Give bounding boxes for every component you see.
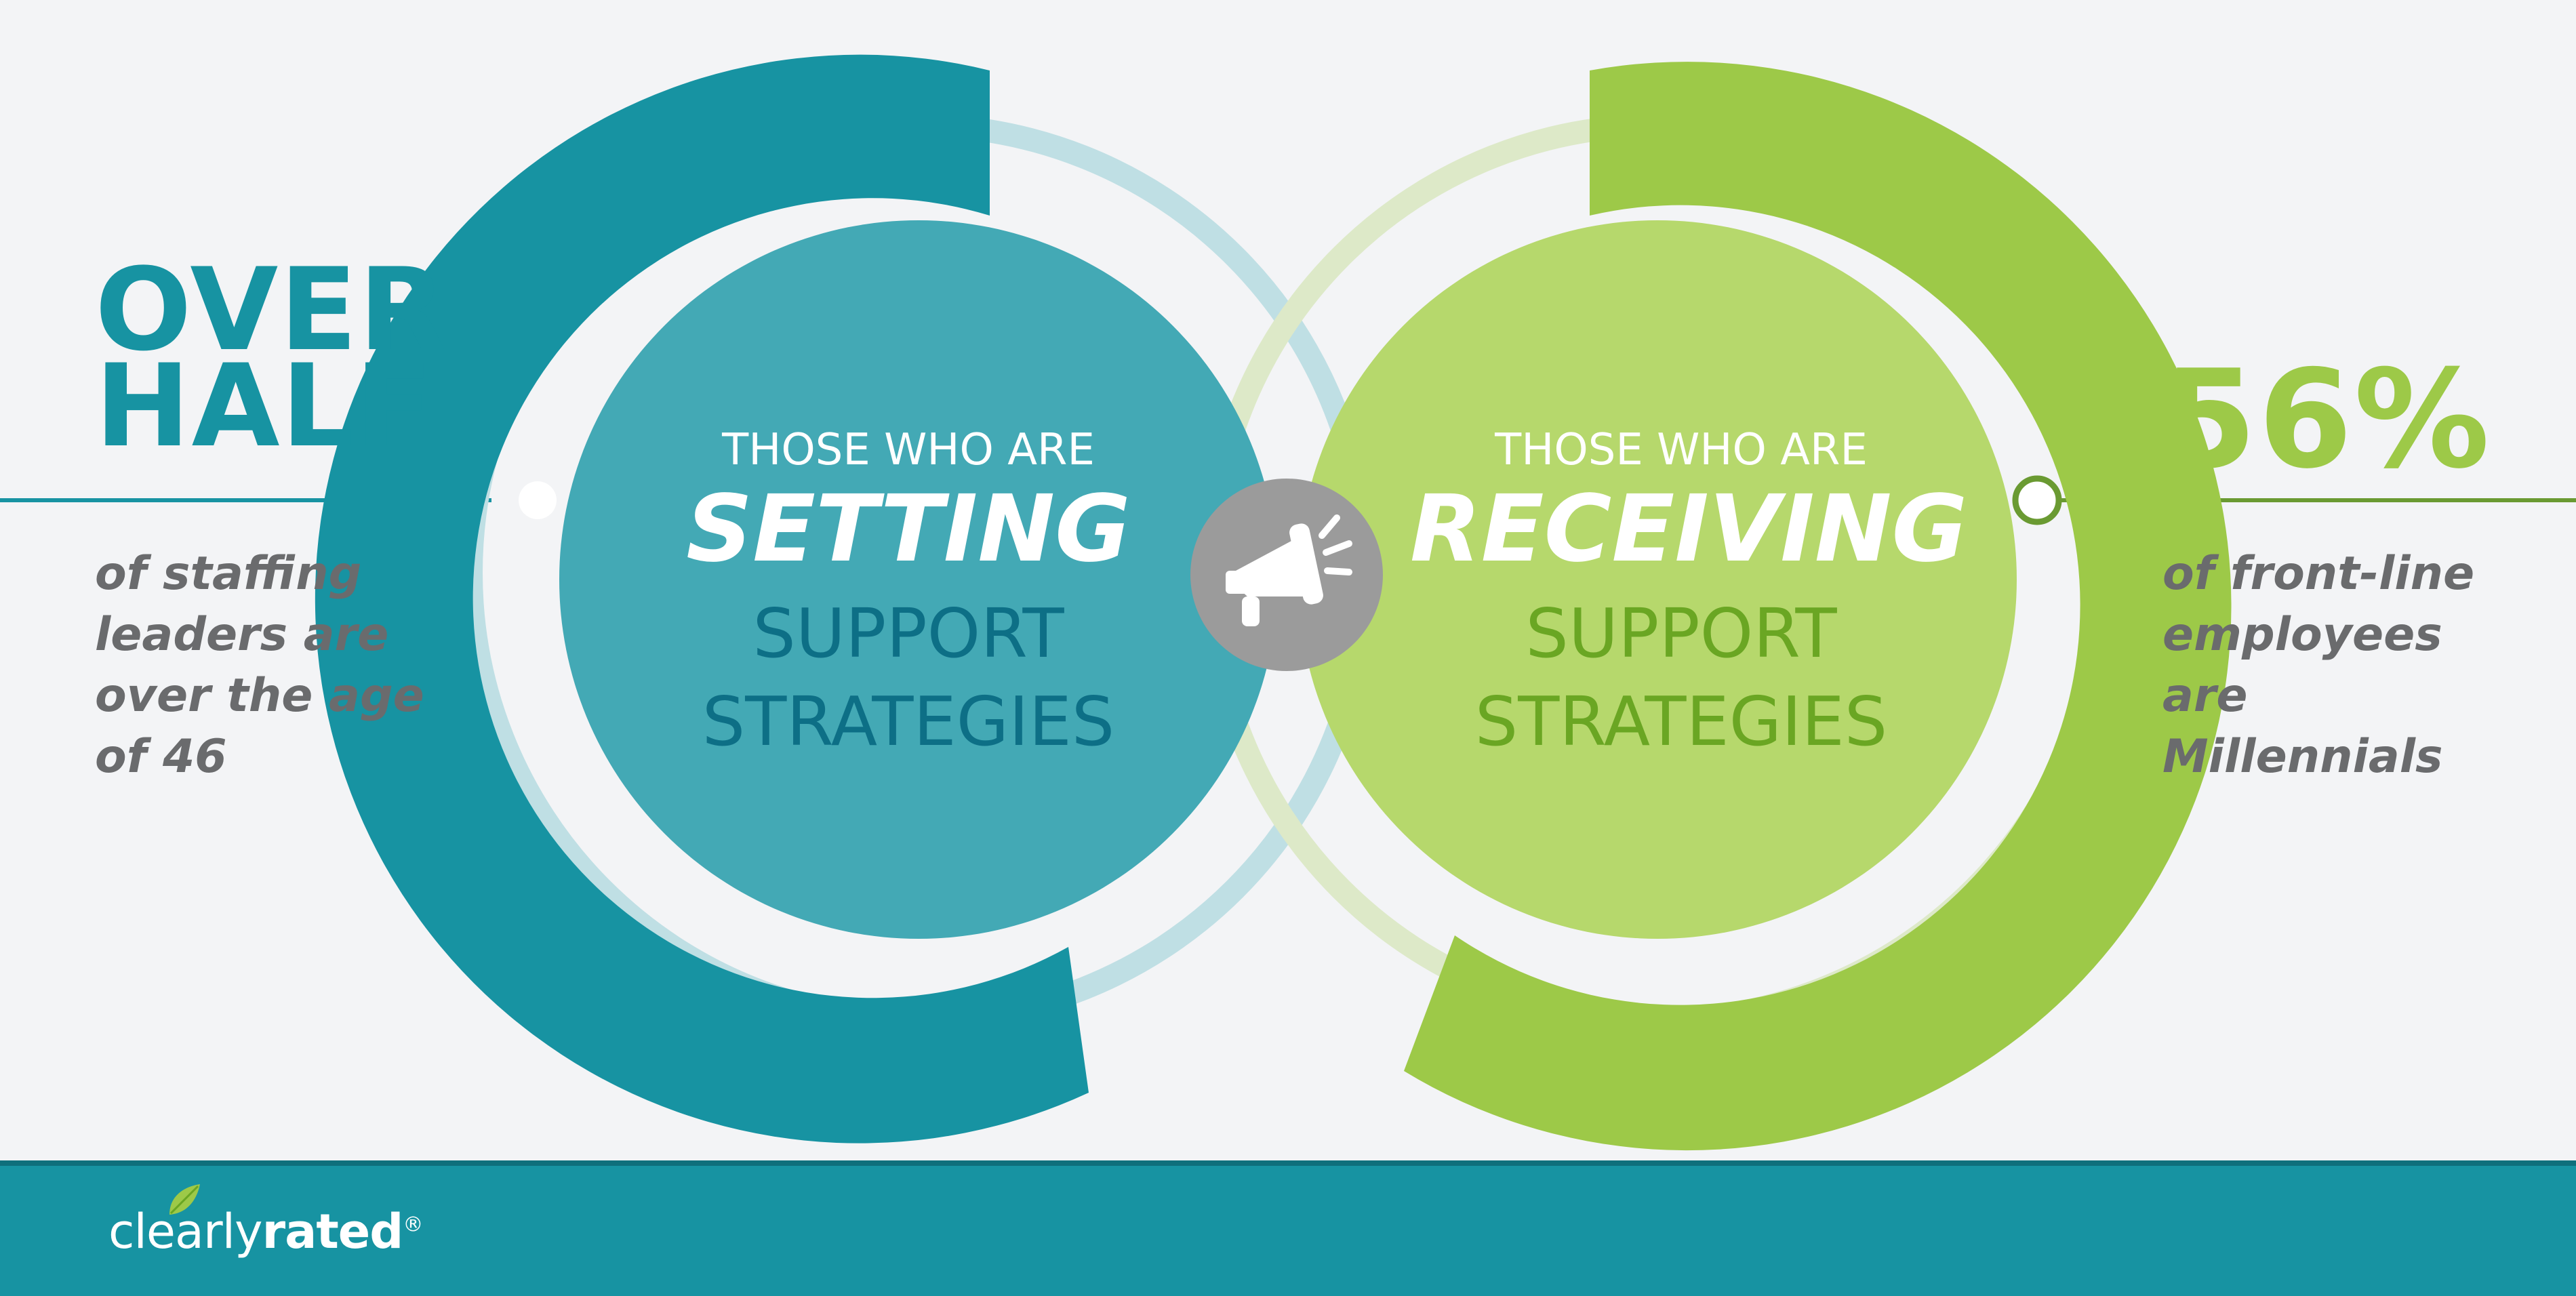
right-circle-tail: SUPPORT STRATEGIES (1410, 590, 1952, 766)
footer-band (0, 1160, 2576, 1296)
left-stat-headline-line1: OVER (95, 243, 448, 376)
left-stat-headline: OVER HALF (95, 243, 448, 472)
left-caption-line: leaders are (95, 608, 389, 662)
right-circle-lead: THOSE WHO ARE (1495, 425, 1868, 475)
leaf-icon (169, 1184, 200, 1215)
right-tail-line: STRATEGIES (1474, 682, 1888, 761)
logo-light: clearly (108, 1204, 263, 1259)
left-circle-lead: THOSE WHO ARE (722, 425, 1095, 475)
right-caption-line: of front-line (2162, 547, 2475, 601)
left-caption-line: of staffing (95, 547, 362, 601)
right-inner-disc (1298, 220, 2017, 939)
right-circle-verb: RECEIVING (1410, 476, 1968, 583)
left-caption-line: of 46 (95, 730, 227, 784)
logo-bold: rated (262, 1204, 404, 1259)
left-stat-caption: of staffing leaders are over the age of … (95, 544, 434, 788)
logo-registered-mark: ® (403, 1213, 423, 1237)
right-tail-line: SUPPORT (1525, 594, 1837, 673)
left-tail-line: STRATEGIES (702, 682, 1115, 761)
left-inner-disc (559, 220, 1278, 939)
right-caption-line: employees are (2162, 608, 2442, 723)
left-stat-headline-line2: HALF (95, 340, 435, 472)
right-connector-dot (2012, 475, 2062, 525)
left-outer-arc (315, 54, 1089, 1143)
right-outer-arc (1404, 62, 2232, 1151)
right-caption-line: Millennials (2162, 730, 2443, 784)
clearlyrated-logo: clearlyrated® (108, 1204, 423, 1259)
left-connector-dot (519, 481, 557, 519)
left-circle-tail: SUPPORT STRATEGIES (637, 590, 1180, 766)
right-stat-caption: of front-line employees are Millennials (2162, 544, 2542, 788)
megaphone-icon (1190, 479, 1383, 671)
left-caption-line: over the age (95, 669, 424, 723)
left-tail-line: SUPPORT (752, 594, 1064, 673)
right-stat-headline: 56% (2162, 341, 2491, 499)
footer-top-rule (0, 1160, 2576, 1166)
left-circle-verb: SETTING (686, 476, 1131, 583)
